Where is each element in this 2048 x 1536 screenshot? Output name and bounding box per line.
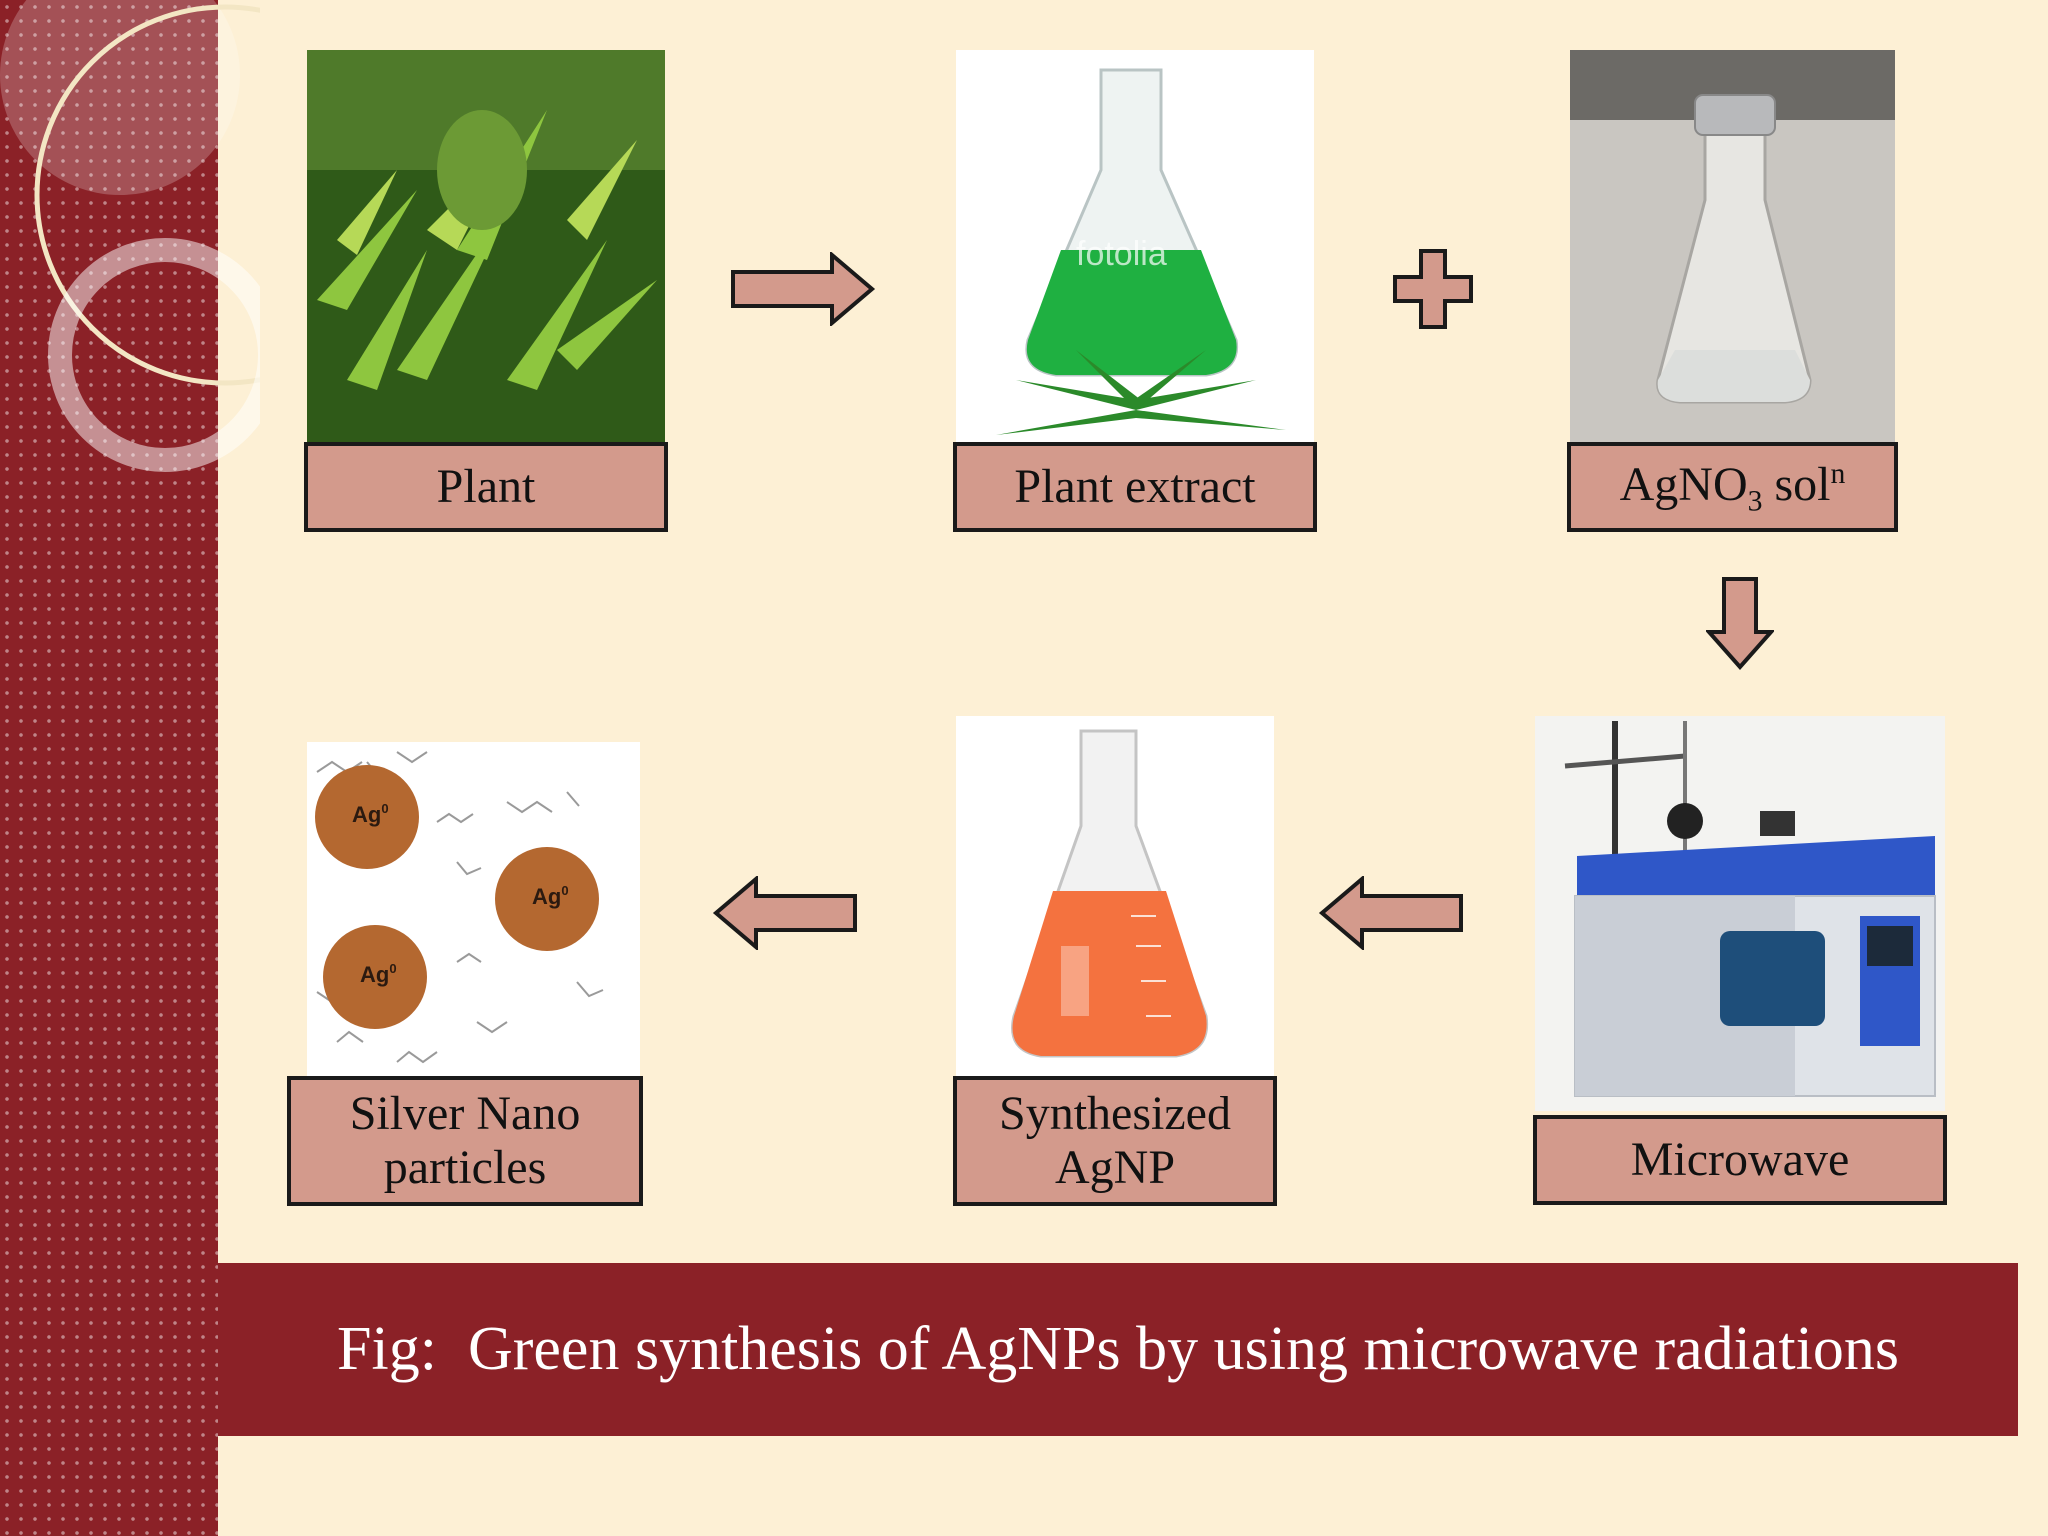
figure-caption: Fig: Green synthesis of AgNPs by using m… (337, 1315, 1899, 1383)
plant-extract-photo: fotolia (956, 50, 1314, 445)
arrow-down-icon (1706, 576, 1774, 670)
plant-label: Plant (304, 442, 668, 532)
plus-icon (1392, 248, 1474, 330)
microwave-photo (1535, 716, 1945, 1111)
agno3-label: AgNO3 soln (1567, 442, 1898, 532)
plant-extract-label: Plant extract (953, 442, 1317, 532)
agno3-solution-photo (1570, 50, 1895, 445)
caption-bar: Fig: Green synthesis of AgNPs by using m… (218, 1263, 2018, 1436)
synthesized-agnp-photo (956, 716, 1274, 1076)
silver-nanoparticles-illustration: Ag0 Ag0 Ag0 (307, 742, 640, 1076)
arrow-right-icon (730, 252, 876, 326)
plant-photo (307, 50, 665, 445)
decorative-circles (0, 0, 260, 472)
arrow-left-icon (712, 876, 858, 950)
svg-text:fotolia: fotolia (1076, 235, 1167, 273)
microwave-label: Microwave (1533, 1115, 1947, 1205)
arrow-left-icon (1318, 876, 1464, 950)
